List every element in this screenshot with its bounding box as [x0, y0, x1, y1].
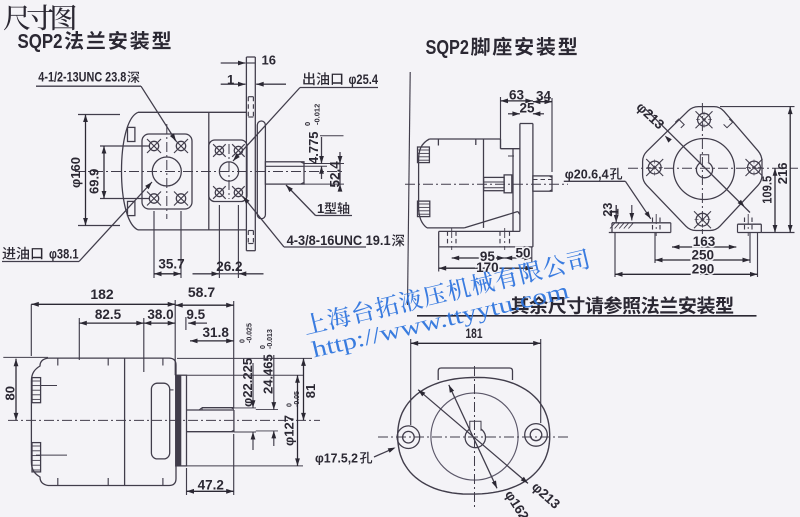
svg-text:52.4: 52.4 — [328, 161, 343, 188]
svg-text:38.0: 38.0 — [147, 307, 173, 322]
svg-text:φ160: φ160 — [68, 157, 83, 188]
svg-text:4-3/8-16UNC 19.1: 4-3/8-16UNC 19.1 — [287, 232, 391, 248]
svg-text:4-1/2-13UNC 23.8: 4-1/2-13UNC 23.8 — [38, 68, 126, 84]
svg-text:4.775: 4.775 — [306, 131, 321, 164]
svg-text:63: 63 — [509, 87, 525, 102]
svg-text:0: 0 — [260, 345, 267, 349]
svg-text:82.5: 82.5 — [95, 307, 122, 322]
svg-text:31.8: 31.8 — [203, 325, 230, 340]
svg-text:0: 0 — [287, 403, 294, 407]
svg-text:47.2: 47.2 — [198, 478, 224, 493]
svg-text:24.465: 24.465 — [261, 354, 276, 394]
svg-text:16: 16 — [262, 53, 276, 68]
svg-text:182: 182 — [90, 286, 114, 302]
svg-text:69.9: 69.9 — [87, 169, 102, 194]
svg-text:φ38.1: φ38.1 — [49, 247, 79, 262]
svg-text:35.7: 35.7 — [158, 257, 184, 272]
svg-text:SQP2: SQP2 — [18, 30, 63, 53]
svg-text:1: 1 — [317, 201, 324, 216]
svg-text:95: 95 — [480, 249, 496, 264]
svg-text:250: 250 — [692, 247, 715, 262]
svg-text:-0.05: -0.05 — [294, 391, 301, 407]
svg-text:181: 181 — [466, 325, 483, 341]
svg-text:58.7: 58.7 — [188, 284, 215, 300]
svg-text:SQP2: SQP2 — [426, 36, 470, 59]
svg-text:φ22.225: φ22.225 — [240, 358, 255, 407]
svg-text:34: 34 — [536, 88, 552, 103]
svg-text:23: 23 — [601, 203, 615, 217]
svg-text:26.2: 26.2 — [216, 259, 242, 274]
svg-text:-0.013: -0.013 — [267, 329, 274, 349]
svg-text:-0.025: -0.025 — [247, 323, 254, 343]
svg-text:80: 80 — [3, 386, 18, 400]
svg-text:170: 170 — [476, 260, 499, 275]
svg-text:216: 216 — [775, 162, 790, 184]
svg-text:0: 0 — [240, 339, 247, 343]
svg-text:109.5: 109.5 — [761, 176, 775, 204]
svg-text:0: 0 — [303, 122, 312, 126]
svg-text:290: 290 — [692, 262, 715, 277]
svg-text:25: 25 — [519, 101, 535, 116]
svg-text:1: 1 — [608, 209, 622, 216]
svg-text:φ17.5,2: φ17.5,2 — [315, 451, 358, 466]
svg-text:50: 50 — [515, 246, 530, 261]
svg-text:φ25.4: φ25.4 — [349, 72, 379, 87]
svg-text:φ20.6,4: φ20.6,4 — [565, 167, 610, 182]
svg-text:9.5: 9.5 — [186, 307, 205, 322]
svg-text:163: 163 — [693, 234, 716, 249]
svg-text:φ127: φ127 — [282, 415, 297, 446]
svg-text:1: 1 — [227, 72, 234, 87]
svg-text:-0.012: -0.012 — [313, 104, 322, 125]
svg-text:81: 81 — [303, 384, 318, 398]
